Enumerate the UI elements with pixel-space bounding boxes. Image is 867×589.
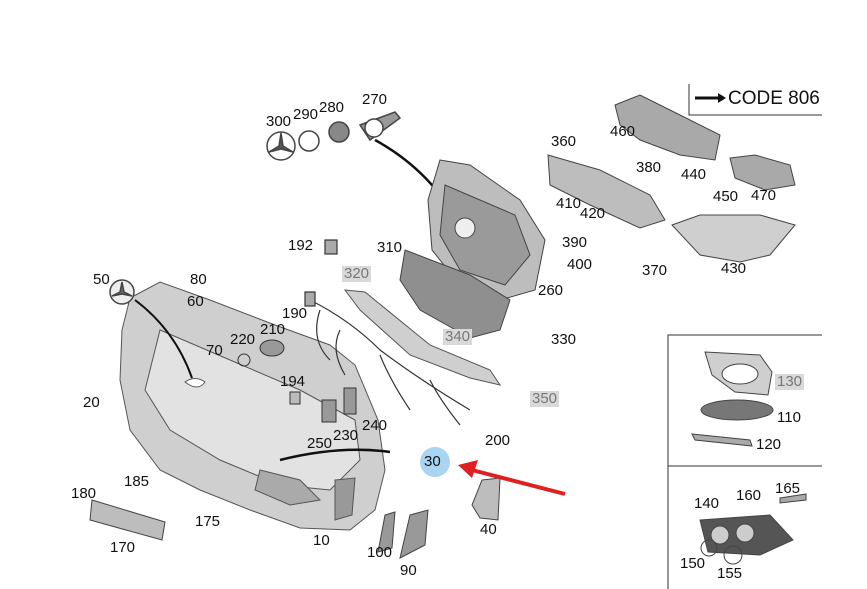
- label-20: 20: [83, 394, 100, 411]
- label-310: 310: [377, 239, 403, 256]
- label-90: 90: [400, 562, 417, 579]
- bracket-430: [671, 214, 796, 263]
- leader-line-30: [279, 448, 391, 462]
- label-290: 290: [293, 106, 319, 123]
- label-100: 100: [367, 544, 393, 561]
- label-110: 110: [777, 409, 801, 426]
- label-330: 330: [551, 331, 577, 348]
- label-40: 40: [480, 521, 497, 538]
- label-30-highlight: 30: [424, 453, 441, 470]
- label-150: 150: [680, 555, 706, 572]
- label-194: 194: [280, 373, 306, 390]
- screw-165: [779, 493, 807, 504]
- label-470: 470: [751, 187, 777, 204]
- label-230: 230: [333, 427, 359, 444]
- inset-frame-upper: [667, 334, 822, 589]
- label-300: 300: [266, 113, 292, 130]
- label-430: 430: [721, 260, 747, 277]
- label-280: 280: [319, 99, 345, 116]
- mesh-310: [399, 249, 511, 339]
- code-arrow-icon: [695, 93, 726, 103]
- label-80: 80: [190, 271, 207, 288]
- trim-320: [343, 289, 502, 386]
- label-450: 450: [713, 188, 739, 205]
- label-175: 175: [195, 513, 221, 530]
- label-140: 140: [694, 495, 720, 512]
- part-40: [471, 477, 501, 521]
- label-460: 460: [610, 123, 636, 140]
- label-160: 160: [736, 487, 762, 504]
- label-400: 400: [567, 256, 593, 273]
- pointer-arrow-icon: [458, 460, 566, 496]
- emblem-50: [109, 279, 193, 379]
- inset-part-130: [704, 351, 773, 396]
- label-210: 210: [260, 321, 286, 338]
- label-200: 200: [485, 432, 511, 449]
- label-10: 10: [313, 532, 330, 549]
- label-420: 420: [580, 205, 606, 222]
- sensor-group: [237, 339, 357, 423]
- label-130: 130: [775, 373, 805, 390]
- label-185: 185: [124, 473, 150, 490]
- code-legend-frame: [688, 84, 822, 116]
- label-180: 180: [71, 485, 97, 502]
- part-100-90: [377, 509, 429, 559]
- bracket-470: [729, 154, 796, 191]
- label-70: 70: [206, 342, 223, 359]
- label-250: 250: [307, 435, 333, 452]
- wiring-harness-190: [304, 239, 471, 426]
- label-340: 340: [443, 328, 473, 345]
- label-170: 170: [110, 539, 136, 556]
- label-360: 360: [551, 133, 577, 150]
- label-270: 270: [362, 91, 388, 108]
- label-60: 60: [187, 293, 204, 310]
- label-240: 240: [362, 417, 388, 434]
- label-440: 440: [681, 166, 707, 183]
- label-190: 190: [282, 305, 308, 322]
- bracket-460: [614, 94, 721, 161]
- label-390: 390: [562, 234, 588, 251]
- bracket-360: [547, 154, 666, 229]
- label-50: 50: [93, 271, 110, 288]
- label-350: 350: [530, 390, 560, 407]
- label-220: 220: [230, 331, 256, 348]
- label-192: 192: [288, 237, 314, 254]
- license-plate-170: [89, 499, 166, 541]
- label-370: 370: [642, 262, 668, 279]
- label-320: 320: [342, 265, 372, 282]
- label-260: 260: [538, 282, 564, 299]
- grille-260: [427, 159, 546, 301]
- label-165: 165: [775, 480, 801, 497]
- label-120: 120: [756, 436, 782, 453]
- label-155: 155: [717, 565, 743, 582]
- inset-part-110: [700, 399, 774, 421]
- inset-part-120: [691, 433, 753, 447]
- label-410: 410: [556, 195, 582, 212]
- highlight-circle: [420, 447, 450, 477]
- emblem-set-270-300: [266, 111, 402, 161]
- inset-part-140: [699, 514, 794, 565]
- label-380: 380: [636, 159, 662, 176]
- code-label: CODE 806: [728, 88, 820, 109]
